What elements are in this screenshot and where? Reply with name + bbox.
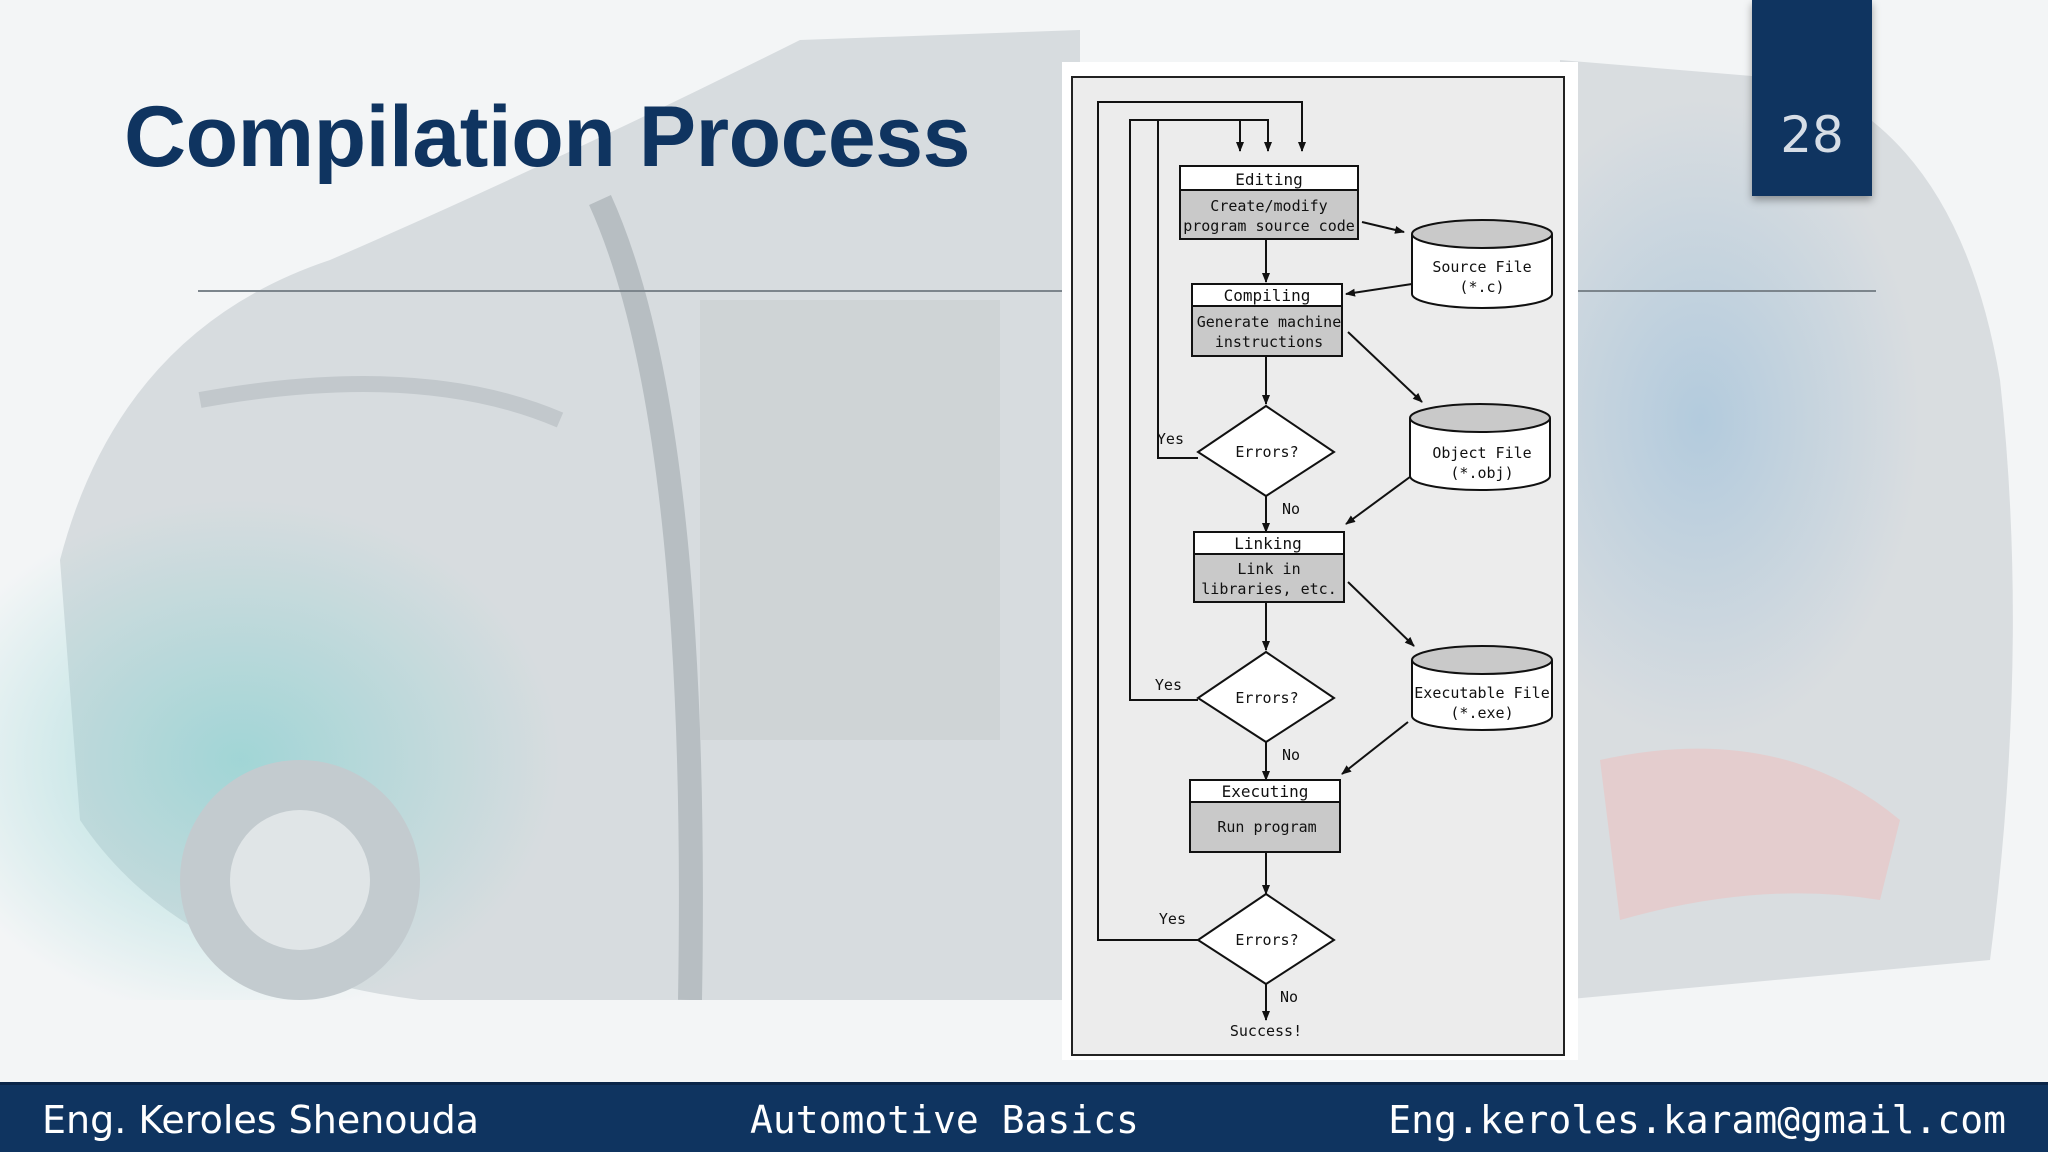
stage-executing-header: Executing — [1222, 782, 1309, 801]
stage-editing: Editing Create/modify program source cod… — [1179, 165, 1359, 240]
slide-title: Compilation Process — [124, 89, 970, 185]
decision-2-label: Errors? — [1235, 689, 1298, 707]
success-label: Success! — [1230, 1022, 1302, 1040]
executable-file-ext: (*.exe) — [1450, 704, 1513, 722]
decision-1-yes: Yes — [1157, 430, 1184, 448]
footer-course: Automotive Basics — [750, 1098, 1139, 1142]
stage-editing-body-1: Create/modify — [1210, 197, 1327, 215]
stage-editing-header: Editing — [1235, 170, 1302, 189]
decision-run-errors: Errors? Yes No — [1159, 892, 1336, 1006]
decision-3-no: No — [1280, 988, 1298, 1006]
decision-2-no: No — [1282, 746, 1300, 764]
decision-3-yes: Yes — [1159, 910, 1186, 928]
stage-compiling: Compiling Generate machine instructions — [1191, 283, 1343, 357]
source-file-label: Source File — [1432, 258, 1531, 276]
stage-executing-body-1: Run program — [1217, 818, 1316, 836]
compilation-flowchart: Editing Create/modify program source cod… — [1071, 76, 1565, 1056]
decision-3-label: Errors? — [1235, 931, 1298, 949]
stage-executing: Executing Run program — [1189, 779, 1341, 853]
executable-file-label: Executable File — [1414, 684, 1549, 702]
object-file-ext: (*.obj) — [1450, 464, 1513, 482]
stage-linking-body-1: Link in — [1237, 560, 1300, 578]
footer-email: Eng.keroles.karam@gmail.com — [1388, 1098, 2006, 1142]
stage-linking: Linking Link in libraries, etc. — [1193, 531, 1345, 603]
stage-linking-header: Linking — [1234, 534, 1301, 553]
stage-editing-body-2: program source code — [1183, 217, 1355, 235]
source-file-cylinder: Source File (*.c) — [1411, 219, 1553, 309]
decision-compile-errors: Errors? Yes No — [1157, 404, 1336, 518]
title-divider-right — [1576, 290, 1876, 292]
decision-2-yes: Yes — [1155, 676, 1182, 694]
stage-compiling-body-1: Generate machine — [1197, 313, 1342, 331]
decision-1-no: No — [1282, 500, 1300, 518]
object-file-cylinder: Object File (*.obj) — [1409, 403, 1551, 491]
object-file-label: Object File — [1432, 444, 1531, 462]
decision-link-errors: Errors? Yes No — [1155, 650, 1336, 764]
page-number-badge: 28 — [1752, 0, 1872, 196]
executable-file-cylinder: Executable File (*.exe) — [1411, 645, 1553, 731]
footer-bar: Eng. Keroles Shenouda Automotive Basics … — [0, 1082, 2048, 1152]
page-number: 28 — [1780, 106, 1844, 164]
stage-compiling-body-2: instructions — [1215, 333, 1323, 351]
footer-author: Eng. Keroles Shenouda — [42, 1098, 480, 1142]
decision-1-label: Errors? — [1235, 443, 1298, 461]
stage-compiling-header: Compiling — [1224, 286, 1311, 305]
source-file-ext: (*.c) — [1459, 278, 1504, 296]
title-divider — [198, 290, 1064, 292]
stage-linking-body-2: libraries, etc. — [1201, 580, 1336, 598]
